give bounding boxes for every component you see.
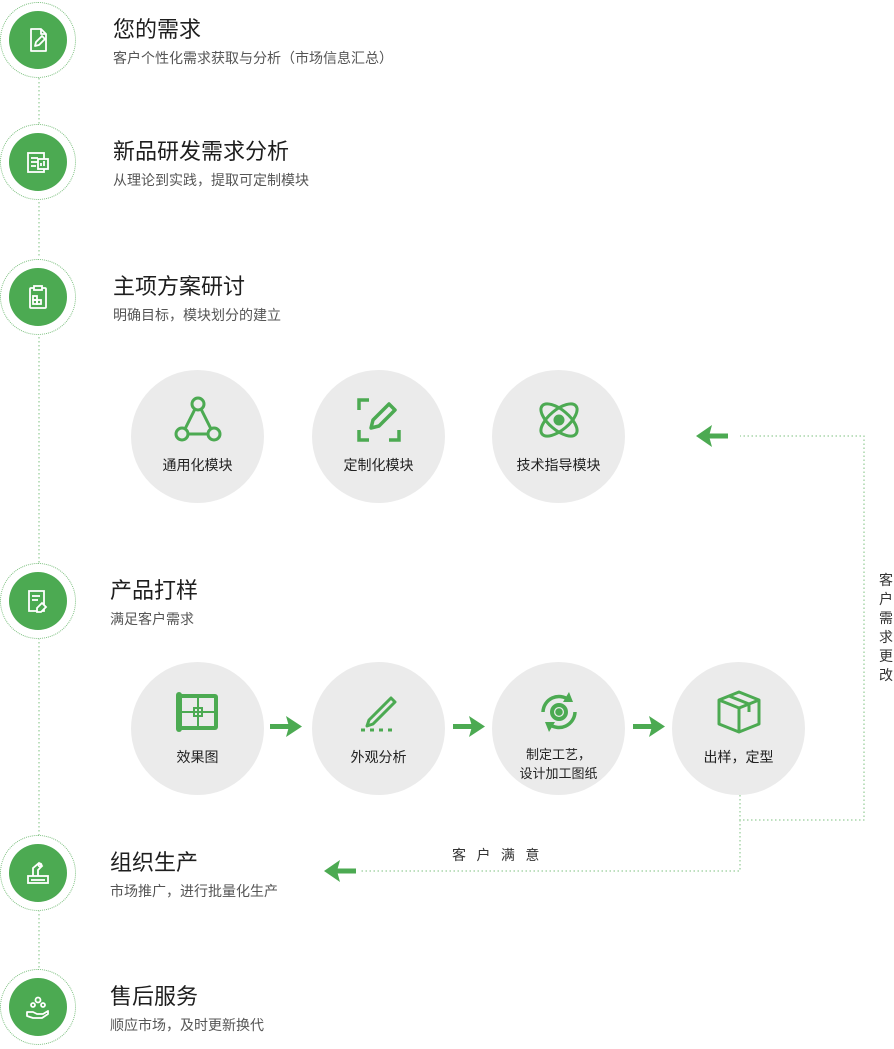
module-label: 定制化模块 xyxy=(343,458,414,474)
frame-pencil-icon xyxy=(356,398,401,442)
blueprint-map-icon xyxy=(175,692,218,732)
chart-report-icon xyxy=(27,152,49,173)
right-arrow-icon xyxy=(633,716,665,737)
left-arrow-icon xyxy=(696,425,728,447)
step-title: 售后服务 xyxy=(110,985,199,1010)
step-icon-ring xyxy=(0,2,76,78)
right-arrow-icon xyxy=(270,716,302,737)
sample-label: 制定工艺， 设计加工图纸 xyxy=(519,748,598,782)
step-title: 新品研发需求分析 xyxy=(113,140,290,165)
module-tech-guidance: 技术指导模块 xyxy=(492,370,625,503)
factory-machine-icon xyxy=(27,861,49,884)
step-title: 主项方案研讨 xyxy=(113,275,246,300)
step-sampling: 产品打样 满足客户需求 xyxy=(0,563,860,643)
step-rd-analysis: 新品研发需求分析 从理论到实践，提取可定制模块 xyxy=(0,124,860,204)
module-custom: 定制化模块 xyxy=(312,370,445,503)
module-label: 通用化模块 xyxy=(162,458,233,474)
step-icon-ring xyxy=(0,259,76,335)
step-subtitle: 市场推广，进行批量化生产 xyxy=(110,884,278,900)
document-tag-icon xyxy=(28,590,48,613)
step-production: 组织生产 市场推广，进行批量化生产 xyxy=(0,835,860,915)
sample-label: 出样，定型 xyxy=(703,750,774,766)
clipboard-blocks-icon xyxy=(29,285,47,309)
pen-draw-icon xyxy=(360,696,396,732)
step-after-sales: 售后服务 顺应市场，及时更新换代 xyxy=(0,969,860,1049)
step-subtitle: 明确目标，模块划分的建立 xyxy=(113,308,281,324)
step-plan-discussion: 主项方案研讨 明确目标，模块划分的建立 xyxy=(0,259,860,339)
sample-label: 外观分析 xyxy=(350,750,407,766)
step-subtitle: 满足客户需求 xyxy=(110,612,194,628)
sample-rendering: 效果图 xyxy=(131,662,264,795)
feedback-change-label: 客户需求更改 xyxy=(879,573,893,684)
network-nodes-icon xyxy=(174,396,221,442)
step-icon-ring xyxy=(0,563,76,639)
step-icon-ring xyxy=(0,124,76,200)
package-box-icon xyxy=(717,690,760,734)
step-title: 您的需求 xyxy=(113,18,202,43)
module-general: 通用化模块 xyxy=(131,370,264,503)
sample-label: 效果图 xyxy=(176,750,219,766)
sample-process-design: 制定工艺， 设计加工图纸 xyxy=(492,662,625,795)
step-your-needs: 您的需求 客户个性化需求获取与分析（市场信息汇总） xyxy=(0,2,860,82)
feedback-satisfied-label: 客 户 满 意 xyxy=(452,848,543,864)
gear-cycle-icon xyxy=(540,692,577,732)
step-subtitle: 顺应市场，及时更新换代 xyxy=(110,1018,264,1034)
step-subtitle: 客户个性化需求获取与分析（市场信息汇总） xyxy=(113,51,393,67)
step-icon-ring xyxy=(0,835,76,911)
step-title: 组织生产 xyxy=(110,851,199,876)
module-label: 技术指导模块 xyxy=(516,458,601,474)
right-arrow-icon xyxy=(453,716,485,737)
step-subtitle: 从理论到实践，提取可定制模块 xyxy=(113,173,309,189)
atom-icon xyxy=(538,402,579,438)
edit-document-icon xyxy=(30,28,47,52)
hand-service-icon xyxy=(26,996,49,1019)
sample-appearance: 外观分析 xyxy=(312,662,445,795)
step-icon-ring xyxy=(0,969,76,1045)
sample-finalize: 出样，定型 xyxy=(672,662,805,795)
step-title: 产品打样 xyxy=(110,579,199,604)
